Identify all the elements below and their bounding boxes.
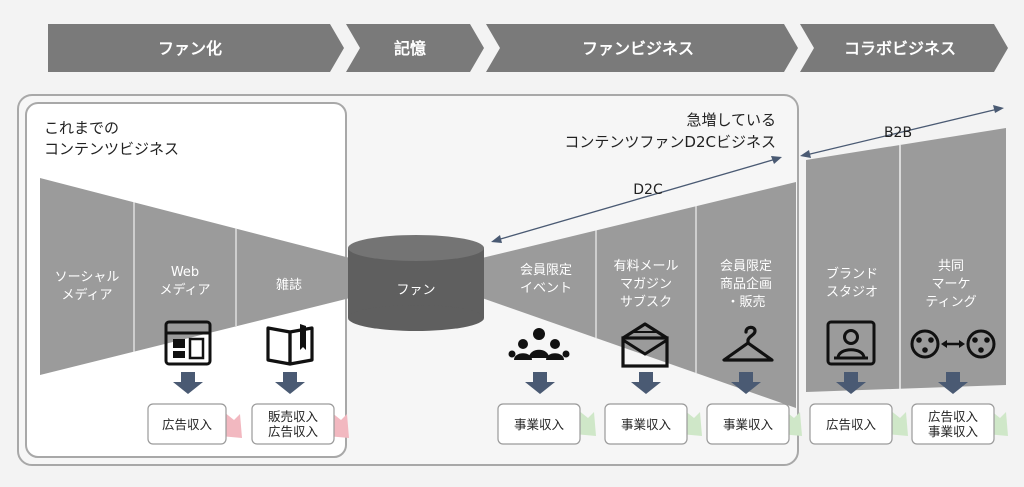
d2c-title-line1: 急増している	[686, 111, 776, 129]
d2c-label: D2C	[633, 182, 663, 198]
collab-column-label-1-line-0: 共同	[938, 259, 964, 274]
collab-column-label-1-line-2: ティング	[925, 295, 976, 310]
revenue-box-4-text-0: 事業収入	[723, 417, 774, 432]
down-arrow-6	[938, 372, 968, 394]
revenue-boxes: 広告収入販売収入広告収入事業収入事業収入事業収入広告収入広告収入事業収入	[147, 403, 995, 445]
d2c-arrowhead-left	[491, 235, 502, 243]
revenue-box-3	[604, 403, 688, 445]
collaboration-icon	[910, 329, 996, 359]
left-column-label-0-line-0: ソーシャル	[55, 270, 120, 285]
stage-arrow-fan-business	[486, 24, 798, 72]
revenue-box-3-text-0: 事業収入	[621, 417, 672, 432]
revenue-box-6	[911, 403, 995, 445]
b2b-arrowhead-left	[800, 150, 811, 158]
left-column-label-2-line-0: 雑誌	[276, 277, 302, 293]
d2c-title-line2: コンテンツファンD2Cビジネス	[564, 133, 776, 151]
b2b-double-arrow	[805, 108, 999, 156]
stage-label-fan-business: ファンビジネス	[582, 39, 694, 58]
right-column-label-2-line-2: ・販売	[726, 294, 765, 310]
fan-cylinder-top	[348, 235, 484, 261]
collab-funnel	[806, 128, 1006, 392]
right-column-label-0-line-0: 会員限定	[520, 263, 572, 278]
revenue-box-0-text-0: 広告収入	[162, 417, 213, 432]
collab-column-label-0-line-1: スタジオ	[826, 285, 878, 300]
portrait-icon	[826, 320, 876, 366]
collab-column-label-1-line-1: マーケ	[931, 277, 970, 292]
down-arrow-4	[731, 372, 761, 394]
right-funnel	[482, 182, 796, 408]
fan-cylinder-bottom	[348, 305, 484, 331]
revenue-box-5-text-0: 広告収入	[826, 417, 877, 432]
revenue-box-2-text-0: 事業収入	[514, 417, 565, 432]
right-column-label-2-line-1: 商品企画	[720, 276, 772, 292]
right-column-label-1-line-0: 有料メール	[613, 259, 678, 274]
open-book-icon	[266, 324, 314, 366]
left-column-label-1-line-1: メディア	[159, 282, 210, 298]
stage-label-fanka: ファン化	[158, 39, 222, 58]
revenue-box-6-text-1: 事業収入	[928, 424, 979, 439]
b2b-label: B2B	[884, 125, 912, 141]
hanger-icon	[722, 325, 774, 362]
down-arrow-1	[275, 372, 305, 394]
revenue-box-1-text-0: 販売収入	[268, 409, 319, 424]
revenue-box-1-text-1: 広告収入	[268, 424, 319, 439]
stage-arrow-kioku	[346, 24, 484, 72]
right-column-label-2-line-0: 会員限定	[720, 259, 772, 274]
stage-arrow-fanka	[48, 24, 344, 72]
traditional-title-line2: コンテンツビジネス	[44, 140, 179, 158]
stage-label-kioku: 記憶	[394, 39, 426, 58]
traditional-title-line1: これまでの	[44, 119, 119, 137]
d2c-arrowhead-right	[771, 156, 782, 164]
email-icon	[621, 322, 669, 368]
collab-column-label-0-line-0: ブランド	[826, 266, 878, 282]
down-arrow-0	[173, 372, 203, 394]
revenue-box-0	[147, 403, 227, 445]
right-column-label-0-line-1: イベント	[520, 281, 572, 296]
d2c-double-arrow	[496, 158, 777, 241]
stage-arrow-collab-business	[800, 24, 1008, 72]
left-funnel	[40, 178, 350, 375]
b2b-arrowhead-right	[993, 105, 1004, 113]
fan-label: ファン	[396, 283, 435, 298]
right-column-label-1-line-1: マガジン	[620, 277, 672, 292]
community-icon	[508, 328, 570, 360]
right-column-label-1-line-2: サブスク	[620, 294, 672, 310]
stage-label-collab-business: コラボビジネス	[844, 39, 956, 58]
left-column-label-1-line-0: Web	[171, 265, 199, 280]
revenue-box-4	[706, 403, 790, 445]
web-layout-icon	[164, 320, 212, 366]
down-arrow-5	[836, 372, 866, 394]
revenue-box-2	[497, 403, 581, 445]
down-arrow-2	[525, 372, 555, 394]
down-arrow-3	[631, 372, 661, 394]
revenue-box-1	[251, 403, 335, 445]
left-column-label-0-line-1: メディア	[61, 287, 112, 303]
revenue-box-5	[809, 403, 893, 445]
down-arrows	[173, 372, 968, 394]
revenue-box-6-text-0: 広告収入	[928, 409, 979, 424]
